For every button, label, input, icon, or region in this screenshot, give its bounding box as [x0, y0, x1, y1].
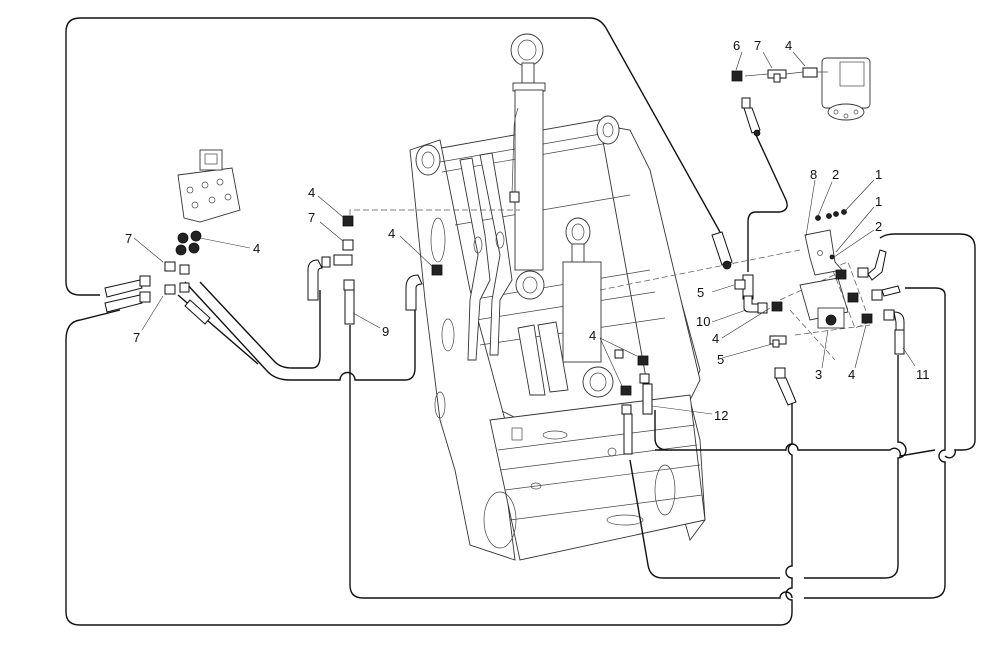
- callout-4: 4: [308, 185, 315, 200]
- callout-8: 8: [810, 167, 817, 182]
- callout-2: 2: [832, 167, 839, 182]
- callout-6: 6: [733, 38, 740, 53]
- callout-4: 4: [388, 226, 395, 241]
- manifold-fittings: [835, 249, 905, 355]
- lift-arms: [459, 152, 569, 396]
- center-right-fittings: [711, 231, 797, 406]
- center-hoses: [614, 349, 653, 455]
- callout-1: 1: [875, 167, 882, 182]
- mid-fittings: [307, 215, 443, 325]
- callout-4: 4: [253, 241, 260, 256]
- callout-5: 5: [717, 352, 724, 367]
- mounting-bracket: [804, 209, 847, 276]
- lift-cylinder: [509, 33, 546, 300]
- callout-4: 4: [785, 38, 792, 53]
- callout-4: 4: [589, 328, 596, 343]
- callout-2: 2: [875, 219, 882, 234]
- top-fittings: [731, 67, 828, 137]
- callout-3: 3: [815, 367, 822, 382]
- tilt-cylinder: [562, 217, 614, 398]
- callout-1: 1: [875, 194, 882, 209]
- valve-block: [799, 261, 871, 329]
- callout-11: 11: [916, 367, 930, 382]
- callout-5: 5: [697, 285, 704, 300]
- callout-4: 4: [712, 331, 719, 346]
- callout-leaders: [133, 51, 916, 415]
- callout-7: 7: [125, 231, 132, 246]
- callout-4: 4: [848, 367, 855, 382]
- control-valve: [175, 149, 241, 256]
- callout-12: 12: [714, 408, 728, 423]
- callout-labels: 6 7 4 8 2 1 1 2 5 10 4 5 3 4 11 7 4 7 4 …: [125, 38, 930, 423]
- callout-7: 7: [133, 330, 140, 345]
- left-hoses: [104, 261, 211, 325]
- hydraulic-motor: [821, 57, 871, 121]
- callout-7: 7: [754, 38, 761, 53]
- callout-10: 10: [696, 314, 710, 329]
- callout-7: 7: [308, 210, 315, 225]
- callout-9: 9: [382, 324, 389, 339]
- hose-routes: [65, 17, 976, 626]
